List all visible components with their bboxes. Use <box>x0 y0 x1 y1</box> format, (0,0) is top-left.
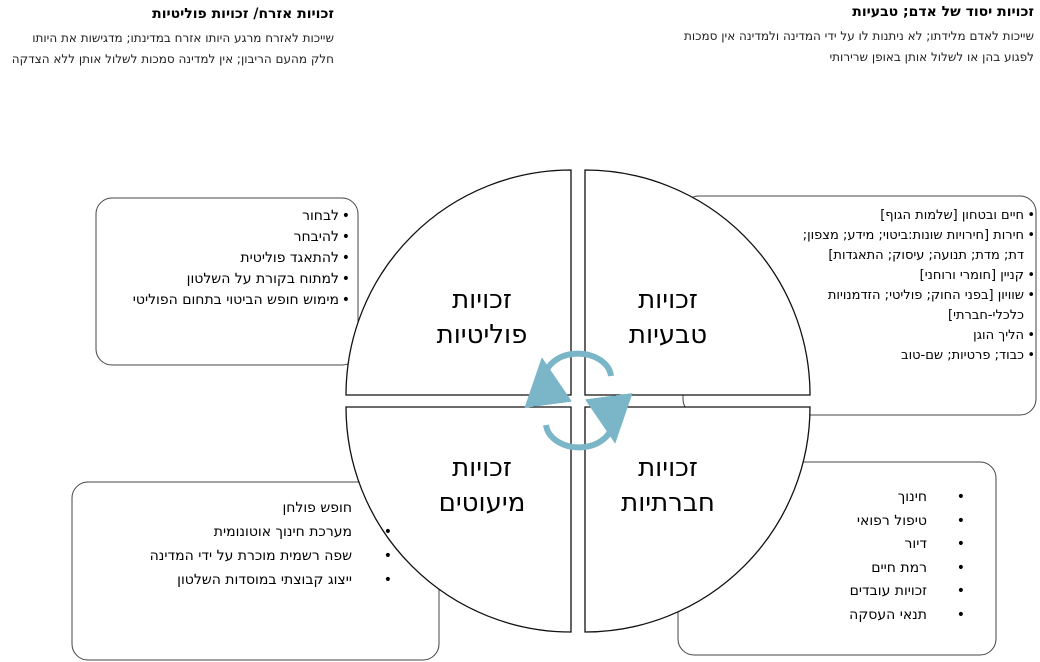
list-item: חירות [חירויות שונות:ביטוי; מידע; מצפון;… <box>790 226 1035 266</box>
list-item: שפה רשמית מוכרת על ידי המדינה <box>92 544 392 568</box>
social-label-line1: זכויות <box>638 453 698 483</box>
natural-rights-box: חיים ובטחון [שלמות הגוף] חירות [חירויות … <box>790 206 1035 366</box>
civil-rights-description: שייכות לאזרח מרגע היותו אזרח במדינתו; מד… <box>11 31 334 66</box>
list-item: רמת חיים <box>780 557 965 581</box>
social-rights-box: חינוך טיפול רפואי דיור רמת חיים זכויות ע… <box>780 486 965 627</box>
natural-label-line1: זכויות <box>638 285 698 315</box>
list-item: דיור <box>780 533 965 557</box>
list-item: למתוח בקורת על השלטון <box>106 269 350 290</box>
list-item: לבחור <box>106 206 350 227</box>
minority-label-line2: מיעוטים <box>439 488 526 518</box>
list-item: חיים ובטחון [שלמות הגוף] <box>790 206 1035 226</box>
cycle-arrow-bottom-icon <box>543 393 633 451</box>
list-item: להיבחר <box>106 227 350 248</box>
list-item: חופש פולחן <box>282 500 352 516</box>
list-item: ייצוג קבוצתי במוסדות השלטון <box>92 568 392 592</box>
political-label-line1: זכויות <box>452 285 512 315</box>
list-item: כבוד; פרטיות; שם-טוב <box>790 346 1035 366</box>
list-item: מערכת חינוך אוטונומית <box>92 520 392 544</box>
list-item: זכויות עובדים <box>780 580 965 604</box>
quadrant-political <box>345 169 572 396</box>
quadrant-minority <box>345 406 572 633</box>
basic-rights-description: שייכות לאדם מלידתו; לא ניתנות לו על ידי … <box>683 29 1034 64</box>
list-item: הליך הוגן <box>790 326 1035 346</box>
natural-label-line2: טבעיות <box>629 320 707 350</box>
list-item: תנאי העסקה <box>780 604 965 628</box>
civil-rights-header: זכויות אזרח/ זכויות פוליטיות שייכות לאזר… <box>8 6 334 70</box>
list-item: להתאגד פוליטית <box>106 248 350 269</box>
list-item: מימוש חופש הביטוי בתחום הפוליטי <box>106 290 350 311</box>
social-label-line2: חברתיות <box>621 488 715 518</box>
list-item: קניין [חומרי ורוחני] <box>790 266 1035 286</box>
list-item: חינוך <box>780 486 965 510</box>
minority-label-line1: זכויות <box>452 453 512 483</box>
civil-rights-title: זכויות אזרח/ זכויות פוליטיות <box>152 6 334 22</box>
list-item: טיפול רפואי <box>780 510 965 534</box>
basic-rights-title: זכויות יסוד של אדם; טבעיות <box>852 4 1034 20</box>
political-label-line2: פוליטיות <box>437 320 528 350</box>
basic-rights-header: זכויות יסוד של אדם; טבעיות שייכות לאדם מ… <box>660 4 1034 68</box>
list-item: שוויון [בפני החוק; פוליטי; הזדמנויות כלכ… <box>790 286 1035 326</box>
quadrant-social <box>584 406 811 633</box>
cycle-arrow-top-icon <box>524 350 614 408</box>
minority-rights-box: חופש פולחן מערכת חינוך אוטונומית שפה רשמ… <box>92 496 392 592</box>
political-rights-box: לבחור להיבחר להתאגד פוליטית למתוח בקורת … <box>106 206 350 311</box>
